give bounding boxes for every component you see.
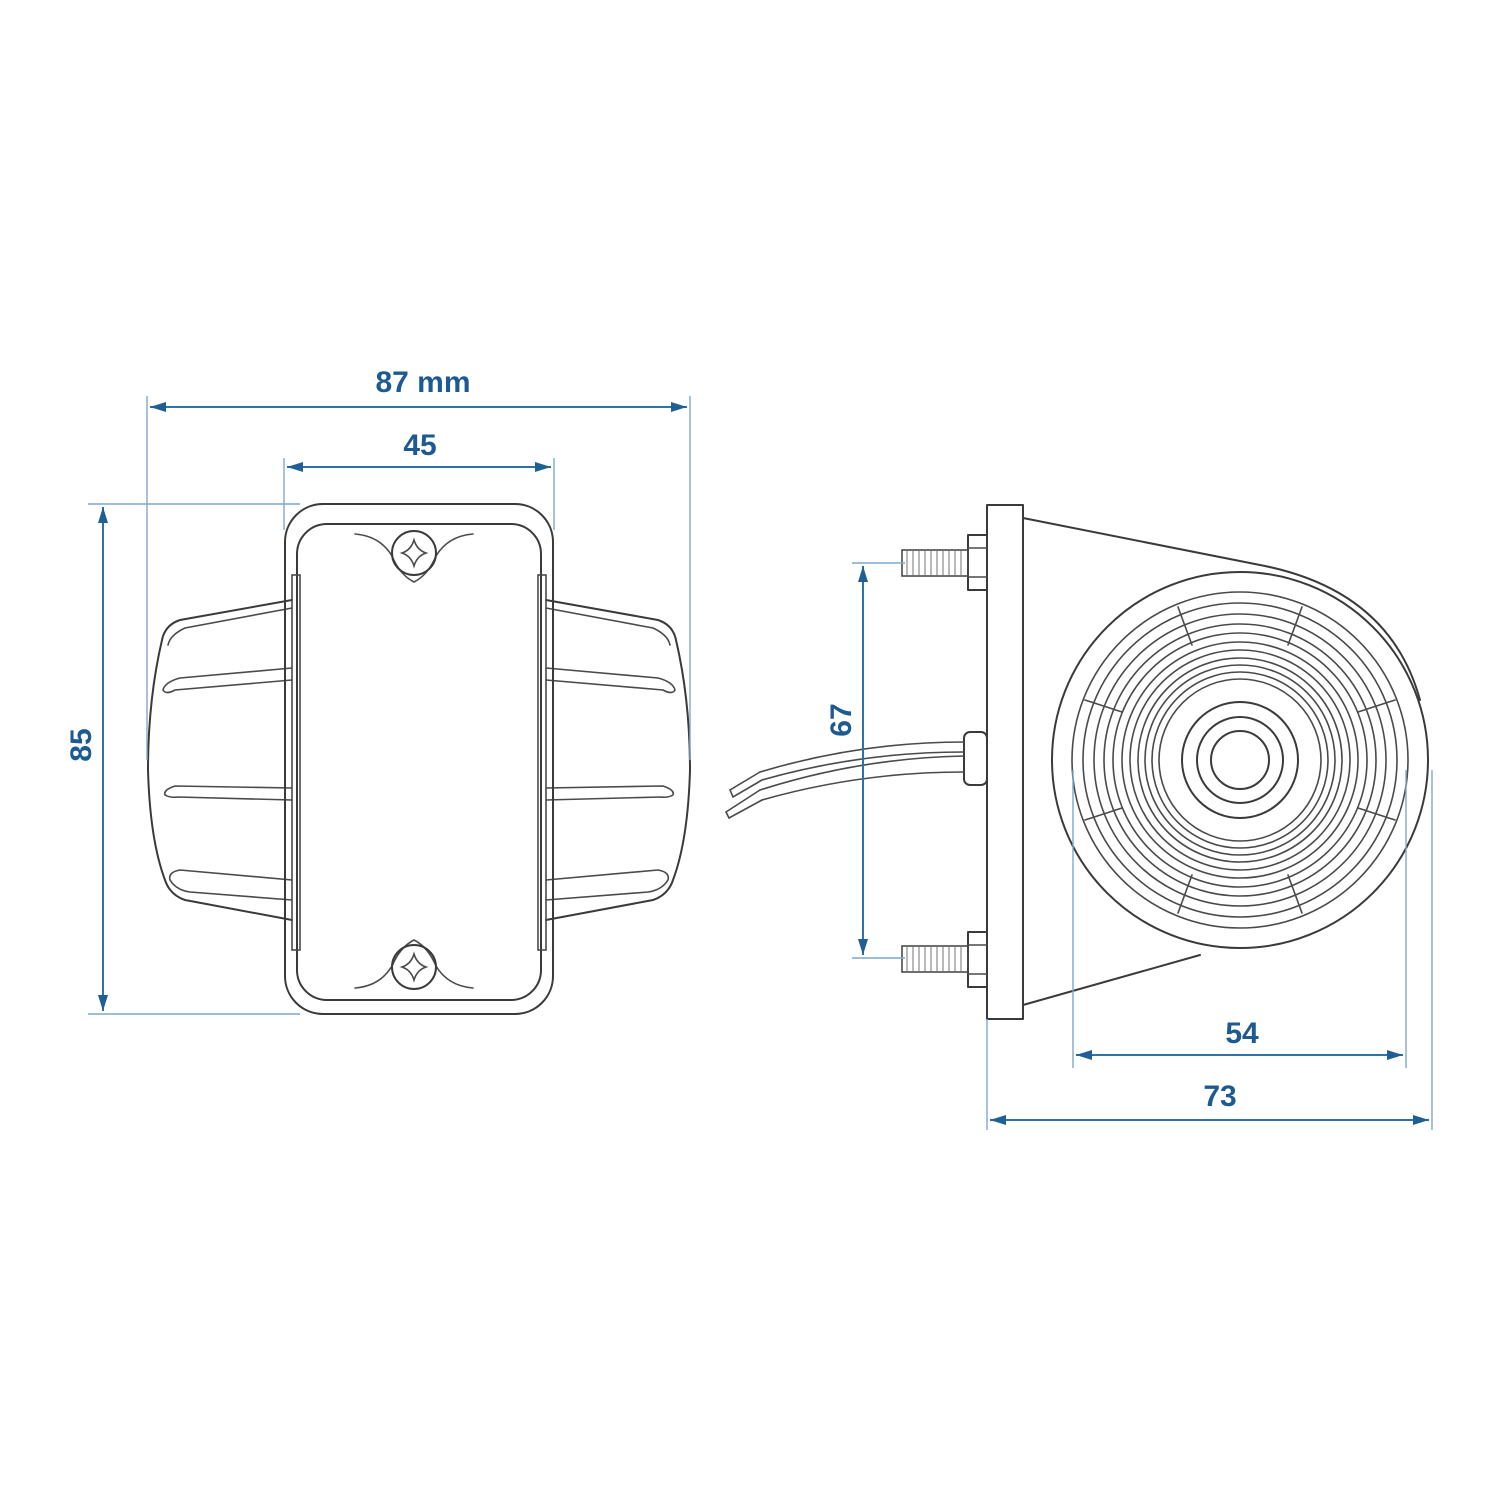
lens — [1051, 571, 1429, 949]
right-wing — [545, 599, 691, 921]
top-screw-icon — [354, 530, 474, 583]
left-wing — [147, 599, 293, 921]
dim-label-overall-height: 85 — [65, 728, 98, 761]
housing-outer — [284, 503, 554, 1015]
dim-label-overall-width: 87 mm — [375, 366, 470, 399]
dimension-45: 45 — [283, 429, 555, 530]
dimension-87mm: 87 mm — [146, 366, 691, 760]
mounting-plate — [986, 504, 1024, 1020]
bottom-screw-icon — [354, 939, 474, 990]
dim-label-lens-diameter: 54 — [1225, 1017, 1259, 1050]
dimension-85: 85 — [65, 503, 300, 1015]
top-bolt — [901, 534, 988, 591]
side-view — [724, 504, 1429, 1020]
bottom-bolt — [901, 931, 988, 988]
right-rail — [537, 574, 547, 951]
housing-inner — [296, 523, 542, 1001]
dim-label-body-width: 45 — [403, 429, 436, 462]
left-rail — [291, 574, 301, 951]
dim-label-overall-depth: 73 — [1203, 1080, 1236, 1113]
dimension-67: 67 — [825, 562, 905, 959]
cable — [724, 731, 988, 820]
front-view — [147, 503, 691, 1015]
dimension-54: 54 — [1072, 770, 1407, 1068]
dim-label-bolt-spacing: 67 — [825, 703, 858, 736]
dimension-73: 73 — [986, 770, 1433, 1130]
